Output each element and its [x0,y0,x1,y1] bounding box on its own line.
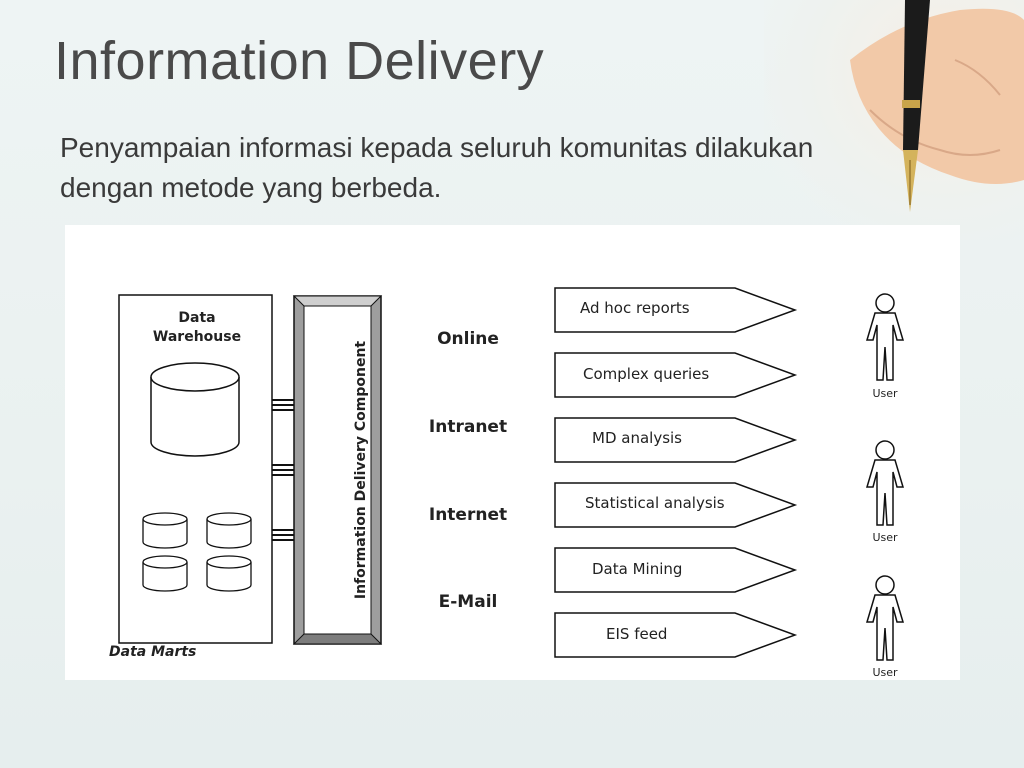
output-arrow-box: Ad hoc reports [554,287,798,333]
output-label: MD analysis [592,429,682,447]
data-mart-cylinder-icon [206,512,252,549]
data-mart-cylinder-icon [206,555,252,592]
output-label: Data Mining [592,560,682,578]
user-label: User [872,387,898,400]
channel-label: Internet [429,505,507,525]
connector-lines [272,399,295,541]
component-label: Information Delivery Component [353,341,369,600]
information-delivery-diagram: Data Warehouse Data Marts [65,225,960,680]
user-icon [865,440,905,526]
output-arrow-box: Data Mining [554,547,798,593]
output-label: Complex queries [583,365,709,383]
output-label: Statistical analysis [585,494,725,512]
information-delivery-component: Information Delivery Component [292,295,383,645]
data-warehouse-box [118,294,273,644]
user-icon [865,575,905,661]
channel-label: Online [437,329,499,349]
warehouse-label-1: Data [178,310,215,326]
user-label: User [872,666,898,679]
output-arrow-box: EIS feed [554,612,798,658]
output-arrow-box: MD analysis [554,417,798,463]
output-label: Ad hoc reports [580,299,690,317]
output-arrow-box: Statistical analysis [554,482,798,528]
channel-label: Intranet [429,417,507,437]
output-arrow-box: Complex queries [554,352,798,398]
data-mart-cylinder-icon [142,512,188,549]
warehouse-label-2: Warehouse [153,329,241,345]
data-marts-label: Data Marts [109,644,196,660]
slide-subtitle: Penyampaian informasi kepada seluruh kom… [60,132,814,203]
user-label: User [872,531,898,544]
user-icon [865,293,905,381]
slide-title: Information Delivery [54,31,545,91]
database-cylinder-icon [150,362,240,457]
channel-label: E-Mail [439,592,498,612]
pen-hand-illustration [850,0,1024,212]
output-label: EIS feed [606,625,667,643]
data-mart-cylinder-icon [142,555,188,592]
